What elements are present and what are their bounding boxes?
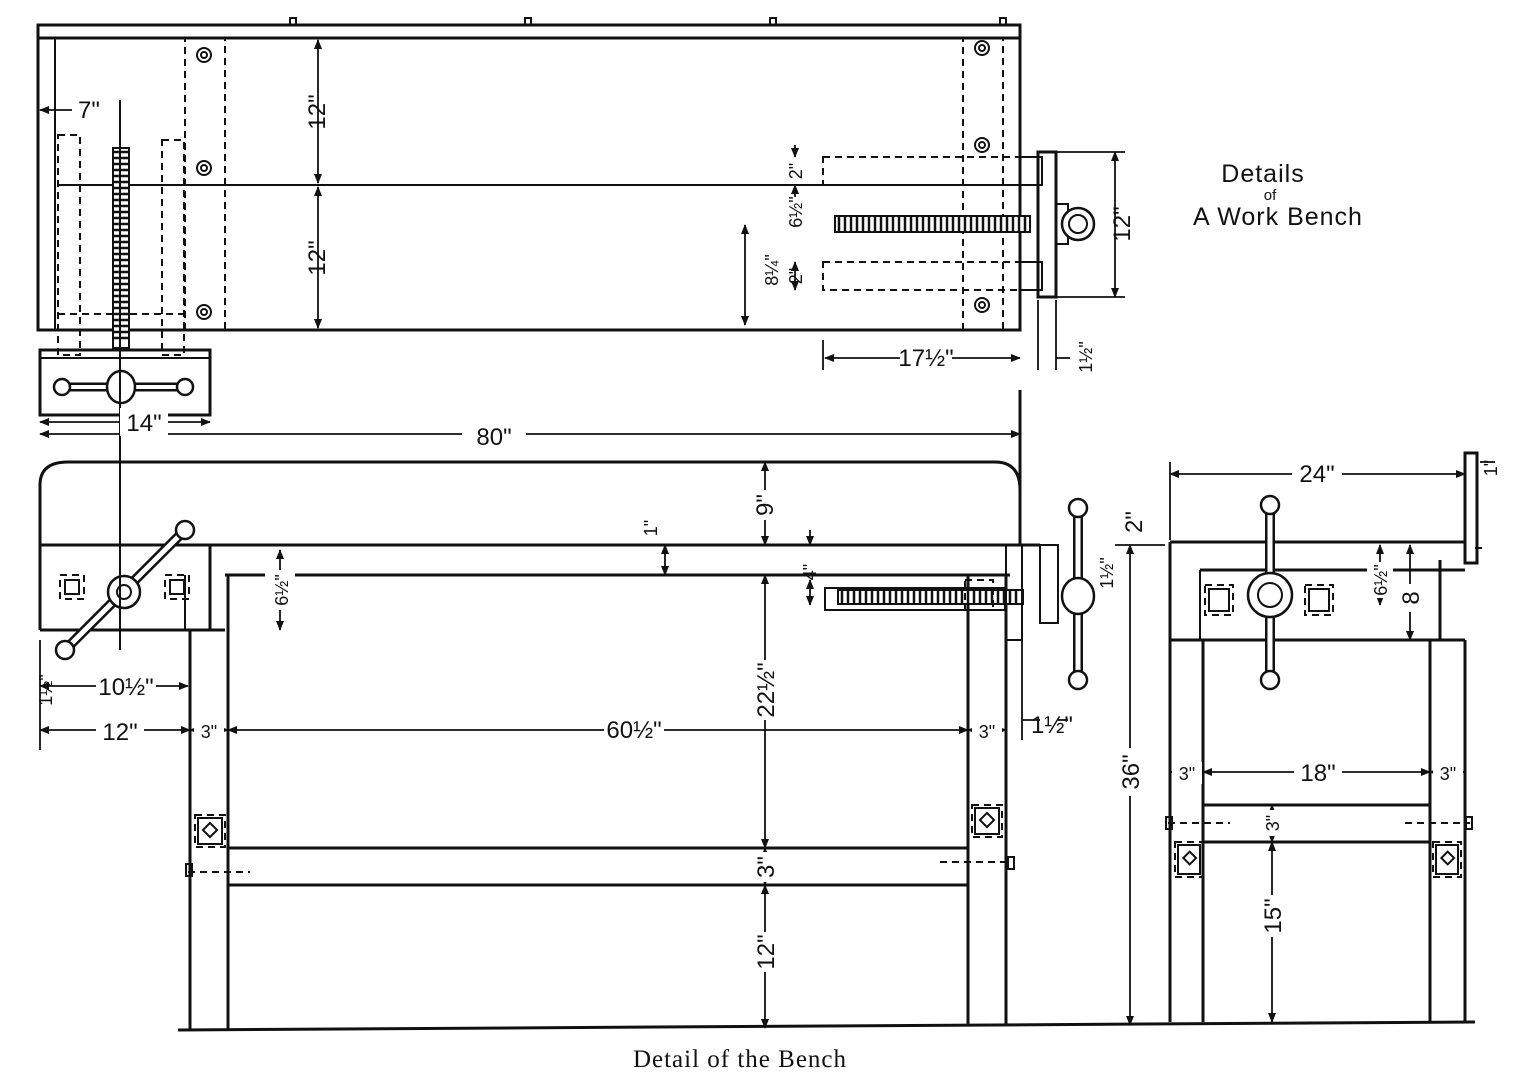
dim-end-vise-travel: 17½" bbox=[898, 345, 953, 372]
dim-overhang: 12" bbox=[102, 719, 137, 746]
dim-end-apron-total: 8 bbox=[1398, 591, 1425, 604]
dim-vise-offset-front: 10½" bbox=[98, 674, 153, 701]
dim-apron-gap: 2" bbox=[1121, 511, 1148, 533]
title-line3: A Work Bench bbox=[1193, 203, 1363, 231]
dim-end-between-legs: 18" bbox=[1300, 760, 1335, 787]
dimension-labels: 7" 12" 12" 2" 6½" 2" 8¼" 12" 17½" 1½" 14… bbox=[36, 94, 1501, 972]
dim-between-legs: 60½" bbox=[606, 717, 661, 744]
dim-end-vise-height: 8¼" bbox=[762, 254, 782, 285]
dim-stretcher: 3" bbox=[753, 856, 780, 878]
dim-leg-left-overhang-small: 1½" bbox=[36, 674, 56, 705]
dim-apron-height: 6½" bbox=[272, 574, 292, 605]
figure-caption: Detail of the Bench bbox=[633, 1046, 847, 1073]
dim-side-vise-width: 14" bbox=[126, 410, 161, 437]
dim-screw-spacing: 1½" bbox=[1097, 557, 1117, 588]
dim-overall-height: 36" bbox=[1118, 754, 1145, 789]
dim-end-leg-right: 3" bbox=[1440, 764, 1456, 784]
end-vise-screw-icon bbox=[837, 579, 1024, 611]
title-line1: Details bbox=[1221, 160, 1304, 188]
dim-screw-drop: 4" bbox=[800, 564, 820, 580]
dim-vise-offset: 7" bbox=[78, 97, 100, 124]
front-view bbox=[38, 100, 1476, 1032]
dim-leg-left: 3" bbox=[201, 722, 217, 742]
plan-view bbox=[36, 17, 1096, 417]
dim-end-jaw: 1½" bbox=[1031, 712, 1073, 739]
dim-top-height: 9" bbox=[752, 494, 779, 516]
dim-apron-top: 1" bbox=[641, 520, 661, 536]
dim-overall-length: 80" bbox=[476, 424, 511, 451]
dim-end-vise-screw: 6½" bbox=[786, 196, 806, 227]
title-line2: of bbox=[1264, 187, 1277, 204]
dim-end-vise-jaw-a: 2" bbox=[786, 163, 806, 179]
drawing-title: Details of A Work Bench bbox=[1193, 160, 1363, 231]
end-vise-handle-icon bbox=[1060, 497, 1096, 691]
bolt-icon bbox=[196, 40, 990, 320]
end-vise-screw-icon bbox=[834, 203, 1096, 245]
dim-end-stretcher: 3" bbox=[1263, 815, 1283, 831]
vise-handle-icon bbox=[52, 369, 195, 405]
dim-stretcher-to-floor: 12" bbox=[753, 934, 780, 969]
dim-apron-to-stretcher: 22½" bbox=[753, 662, 780, 717]
dim-end-vise-jaw-width: 12" bbox=[1109, 206, 1136, 241]
dim-end-apron: 6½" bbox=[1371, 564, 1391, 595]
vise-handle-icon bbox=[54, 519, 196, 661]
dim-depth: 24" bbox=[1299, 461, 1334, 488]
end-view bbox=[1165, 451, 1482, 1022]
dim-end-stretcher-to-floor: 15" bbox=[1260, 898, 1287, 933]
end-vise-handle-icon bbox=[1246, 494, 1294, 691]
dim-half-width-top: 12" bbox=[304, 94, 331, 129]
dim-end-vise-thick: 1½" bbox=[1076, 341, 1096, 372]
dim-leg-right: 3" bbox=[979, 722, 995, 742]
dim-top-thick: 1" bbox=[1481, 460, 1501, 476]
dim-end-vise-jaw-b: 2" bbox=[786, 268, 806, 284]
dim-half-width-bottom: 12" bbox=[304, 240, 331, 275]
dim-end-leg-left: 3" bbox=[1179, 764, 1195, 784]
